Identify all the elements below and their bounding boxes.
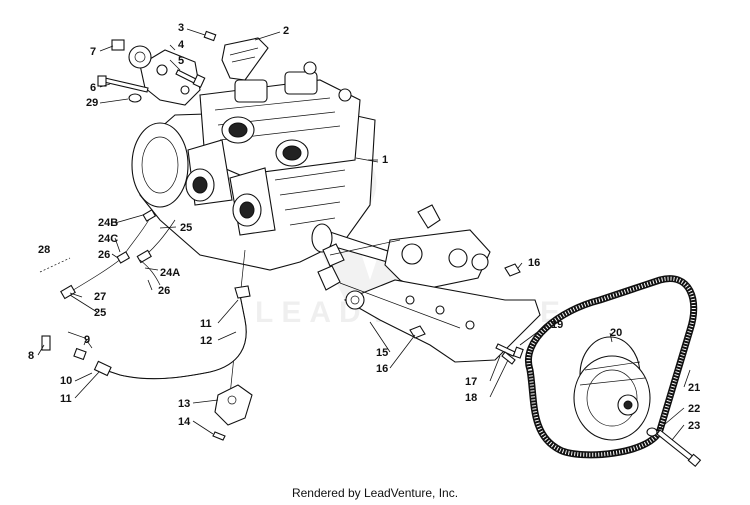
small-screw xyxy=(203,30,217,42)
callout-29: 29 xyxy=(86,97,98,109)
callout-26-right: 26 xyxy=(158,285,170,297)
spring-28 xyxy=(39,257,71,273)
callout-25-upper: 25 xyxy=(180,222,192,234)
nut-and-gear xyxy=(111,39,152,69)
drive-clutch xyxy=(573,336,651,441)
callout-16-lower: 16 xyxy=(376,363,388,375)
callout-16-upper: 16 xyxy=(528,257,540,269)
callout-24b: 24B xyxy=(98,217,118,229)
callout-28: 28 xyxy=(38,244,50,256)
callout-11-upper: 11 xyxy=(200,318,212,330)
jackshaft-plate-assembly xyxy=(317,204,541,363)
callout-9: 9 xyxy=(84,334,90,346)
callout-6: 6 xyxy=(90,82,96,94)
lower-bracket xyxy=(212,384,253,441)
callout-11-lower: 11 xyxy=(60,393,72,405)
footer-credit: Rendered by LeadVenture, Inc. xyxy=(291,486,459,500)
callout-20: 20 xyxy=(610,327,622,339)
pulse-line-assembly xyxy=(60,209,176,300)
clutch-bolt xyxy=(646,427,702,468)
callout-22: 22 xyxy=(688,403,700,415)
callout-24a: 24A xyxy=(160,267,180,279)
callout-19: 19 xyxy=(551,319,563,331)
callout-14: 14 xyxy=(178,416,191,428)
bracket-bolt xyxy=(175,69,206,88)
callout-18: 18 xyxy=(465,392,477,404)
washer-29 xyxy=(128,93,142,103)
callout-4: 4 xyxy=(178,39,185,51)
callout-12: 12 xyxy=(200,335,212,347)
callout-26-left: 26 xyxy=(98,249,110,261)
fittings-8-9-10 xyxy=(41,331,93,361)
callout-24c: 24C xyxy=(98,233,118,245)
callout-15: 15 xyxy=(376,347,388,359)
callout-labels: 1 2 3 4 5 6 7 8 9 10 11 11 12 13 14 15 1… xyxy=(28,22,700,432)
callout-7: 7 xyxy=(90,46,96,58)
callout-10: 10 xyxy=(60,375,72,387)
callout-23: 23 xyxy=(688,420,700,432)
engine-top-cover xyxy=(221,37,269,81)
callout-5: 5 xyxy=(178,55,184,67)
callout-21: 21 xyxy=(688,382,700,394)
callout-8: 8 xyxy=(28,350,34,362)
long-bolt xyxy=(97,75,149,93)
callout-3: 3 xyxy=(178,22,184,34)
leader-lines xyxy=(37,28,691,441)
callout-2: 2 xyxy=(283,25,289,37)
engine-assembly xyxy=(131,61,401,271)
cable-housing xyxy=(93,285,251,380)
callout-13: 13 xyxy=(178,398,190,410)
callout-17: 17 xyxy=(465,376,477,388)
callout-25-lower: 25 xyxy=(94,307,106,319)
engine-mount-bracket xyxy=(139,49,201,106)
bolts-17-18-19 xyxy=(495,343,524,365)
drive-belt xyxy=(525,275,698,459)
callout-27: 27 xyxy=(94,291,106,303)
callout-1: 1 xyxy=(382,154,388,166)
